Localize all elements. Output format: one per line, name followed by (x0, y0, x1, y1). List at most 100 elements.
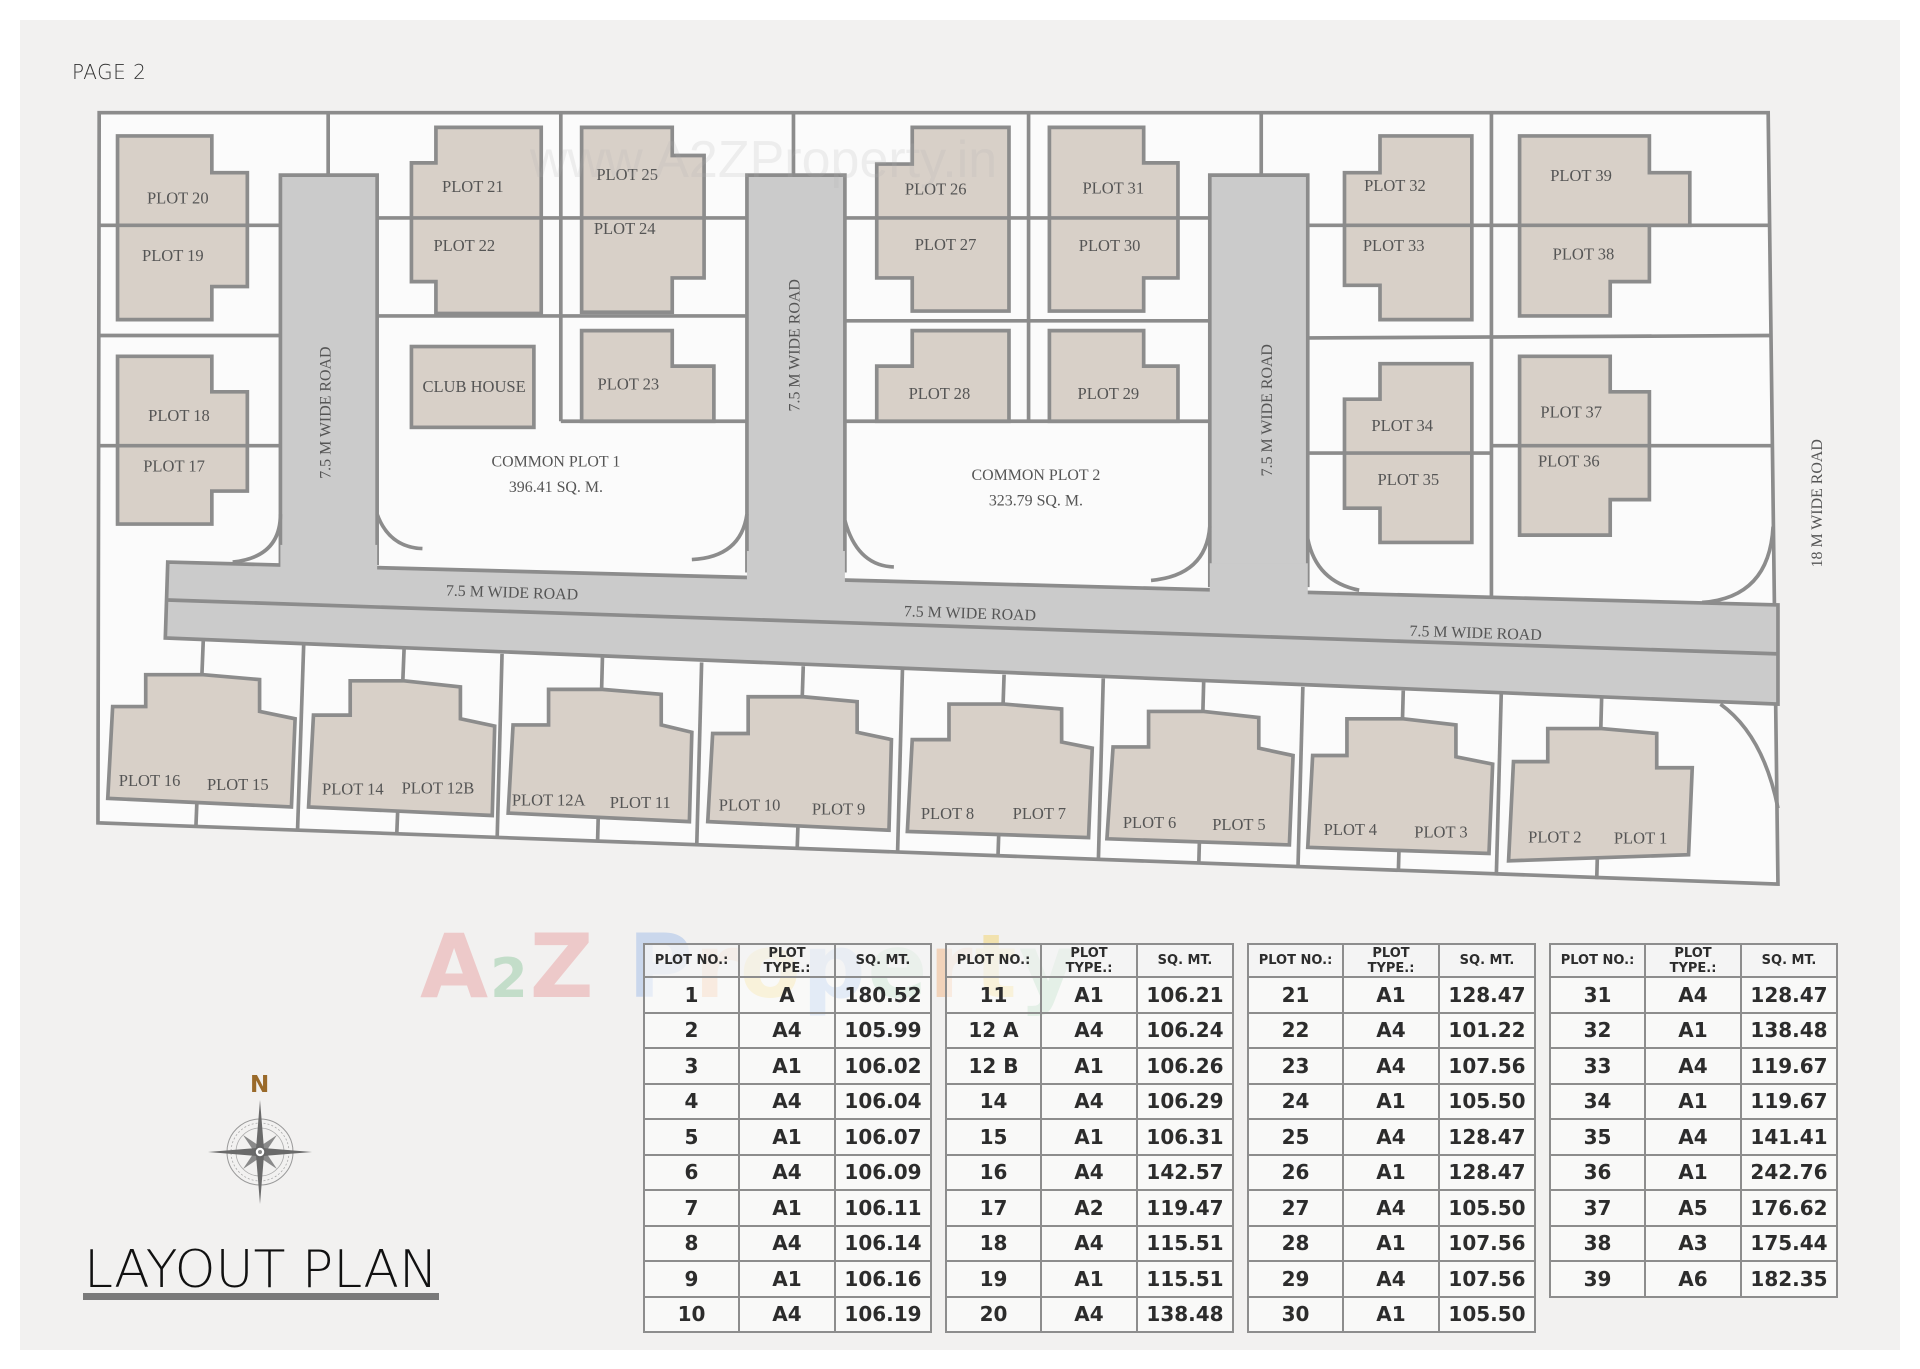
label-plot-34: PLOT 34 (1371, 416, 1433, 435)
north-label: N (250, 1072, 270, 1098)
building-plot-32-33 (1342, 134, 1474, 322)
label-plot-5: PLOT 5 (1212, 815, 1265, 834)
label-road-h1: 7.5 M WIDE ROAD (446, 582, 579, 603)
building-club-house (409, 344, 536, 430)
page-label: PAGE 2 (72, 60, 147, 84)
label-plot-22: PLOT 22 (433, 236, 495, 255)
label-common-plot-2-area: 323.79 SQ. M. (989, 493, 1083, 510)
label-road-h3: 7.5 M WIDE ROAD (1409, 623, 1542, 644)
page-title: LAYOUT PLAN (84, 1240, 438, 1300)
label-plot-15: PLOT 15 (207, 775, 269, 794)
label-plot-1: PLOT 1 (1614, 829, 1667, 848)
label-plot-16: PLOT 16 (119, 771, 181, 790)
header-plot-type: PLOT TYPE.: (738, 943, 836, 978)
label-common-plot-1: COMMON PLOT 1 (492, 454, 621, 471)
label-plot-12b: PLOT 12B (402, 778, 475, 797)
label-plot-28: PLOT 28 (909, 384, 971, 403)
header-plot-no: PLOT NO.: (945, 943, 1042, 978)
title-underline (83, 1293, 439, 1300)
label-plot-14: PLOT 14 (322, 780, 384, 799)
label-plot-7: PLOT 7 (1013, 804, 1066, 823)
building-plot-14-12b (306, 678, 497, 818)
building-plot-28 (874, 328, 1011, 424)
label-plot-33: PLOT 33 (1363, 236, 1425, 255)
label-road-v2: 7.5 M WIDE ROAD (787, 279, 804, 411)
label-plot-32: PLOT 32 (1364, 176, 1426, 195)
label-plot-25: PLOT 25 (596, 165, 658, 184)
label-plot-18: PLOT 18 (148, 406, 210, 425)
label-plot-29: PLOT 29 (1078, 384, 1140, 403)
building-plot-2-1 (1506, 726, 1695, 863)
header-sq-mt: SQ. MT. (1136, 943, 1234, 978)
label-plot-39: PLOT 39 (1550, 166, 1612, 185)
building-plot-10-9 (705, 694, 894, 833)
label-plot-11: PLOT 11 (610, 793, 671, 812)
label-plot-31: PLOT 31 (1082, 178, 1144, 197)
building-plot-20-19 (115, 134, 250, 322)
building-plot-21-22 (409, 125, 544, 316)
label-plot-2: PLOT 2 (1528, 827, 1581, 846)
building-plot-29 (1047, 328, 1180, 424)
label-road-v1: 7.5 M WIDE ROAD (318, 347, 335, 479)
label-plot-23: PLOT 23 (598, 374, 660, 393)
label-plot-21: PLOT 21 (442, 177, 504, 196)
building-plot-18-17 (115, 354, 250, 526)
label-plot-3: PLOT 3 (1414, 823, 1467, 842)
label-common-plot-2: COMMON PLOT 2 (972, 467, 1101, 484)
building-plot-8-7 (905, 702, 1095, 840)
label-plot-27: PLOT 27 (915, 235, 977, 254)
label-plot-6: PLOT 6 (1123, 813, 1176, 832)
label-plot-30: PLOT 30 (1079, 236, 1141, 255)
label-plot-19: PLOT 19 (142, 246, 204, 265)
header-sq-mt: SQ. MT. (1740, 943, 1838, 978)
label-club-house: CLUB HOUSE (422, 377, 525, 396)
building-plot-16-15 (105, 672, 298, 809)
header-plot-no: PLOT NO.: (643, 943, 740, 978)
label-plot-38: PLOT 38 (1553, 245, 1615, 264)
label-plot-12a: PLOT 12A (512, 791, 586, 810)
label-plot-4: PLOT 4 (1324, 820, 1377, 839)
header-plot-type: PLOT TYPE.: (1040, 943, 1138, 978)
header-sq-mt: SQ. MT. (834, 943, 932, 978)
building-plot-12a-11 (506, 687, 694, 824)
header-plot-type: PLOT TYPE.: (1644, 943, 1742, 978)
header-plot-no: PLOT NO.: (1549, 943, 1646, 978)
label-common-plot-1-area: 396.41 SQ. M. (509, 479, 603, 496)
label-plot-36: PLOT 36 (1538, 452, 1600, 471)
